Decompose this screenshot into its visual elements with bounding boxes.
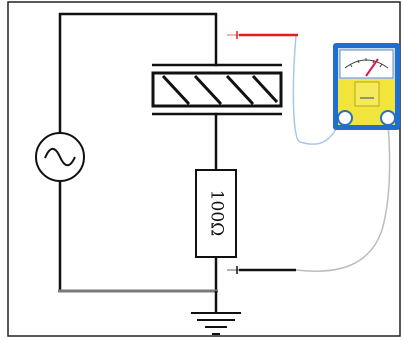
ac-source <box>35 132 85 182</box>
top-wire <box>58 12 218 133</box>
resistor: 100Ω <box>195 169 237 258</box>
probe-lead-top <box>292 35 341 145</box>
probe-bottom[interactable] <box>227 266 296 274</box>
inductor <box>151 63 283 116</box>
meter-terminal-left[interactable] <box>337 110 353 126</box>
meter-terminal-right[interactable] <box>380 110 396 126</box>
analog-meter-icon[interactable] <box>333 43 400 130</box>
meter-needle <box>365 58 379 77</box>
resistor-label: 100Ω <box>207 190 227 237</box>
probe-top[interactable] <box>227 31 298 39</box>
probe-lead-bottom <box>295 123 391 272</box>
outer-frame <box>7 1 401 337</box>
ground-icon <box>191 312 241 335</box>
circuit-wires <box>58 12 218 293</box>
sine-wave-icon <box>44 147 76 167</box>
